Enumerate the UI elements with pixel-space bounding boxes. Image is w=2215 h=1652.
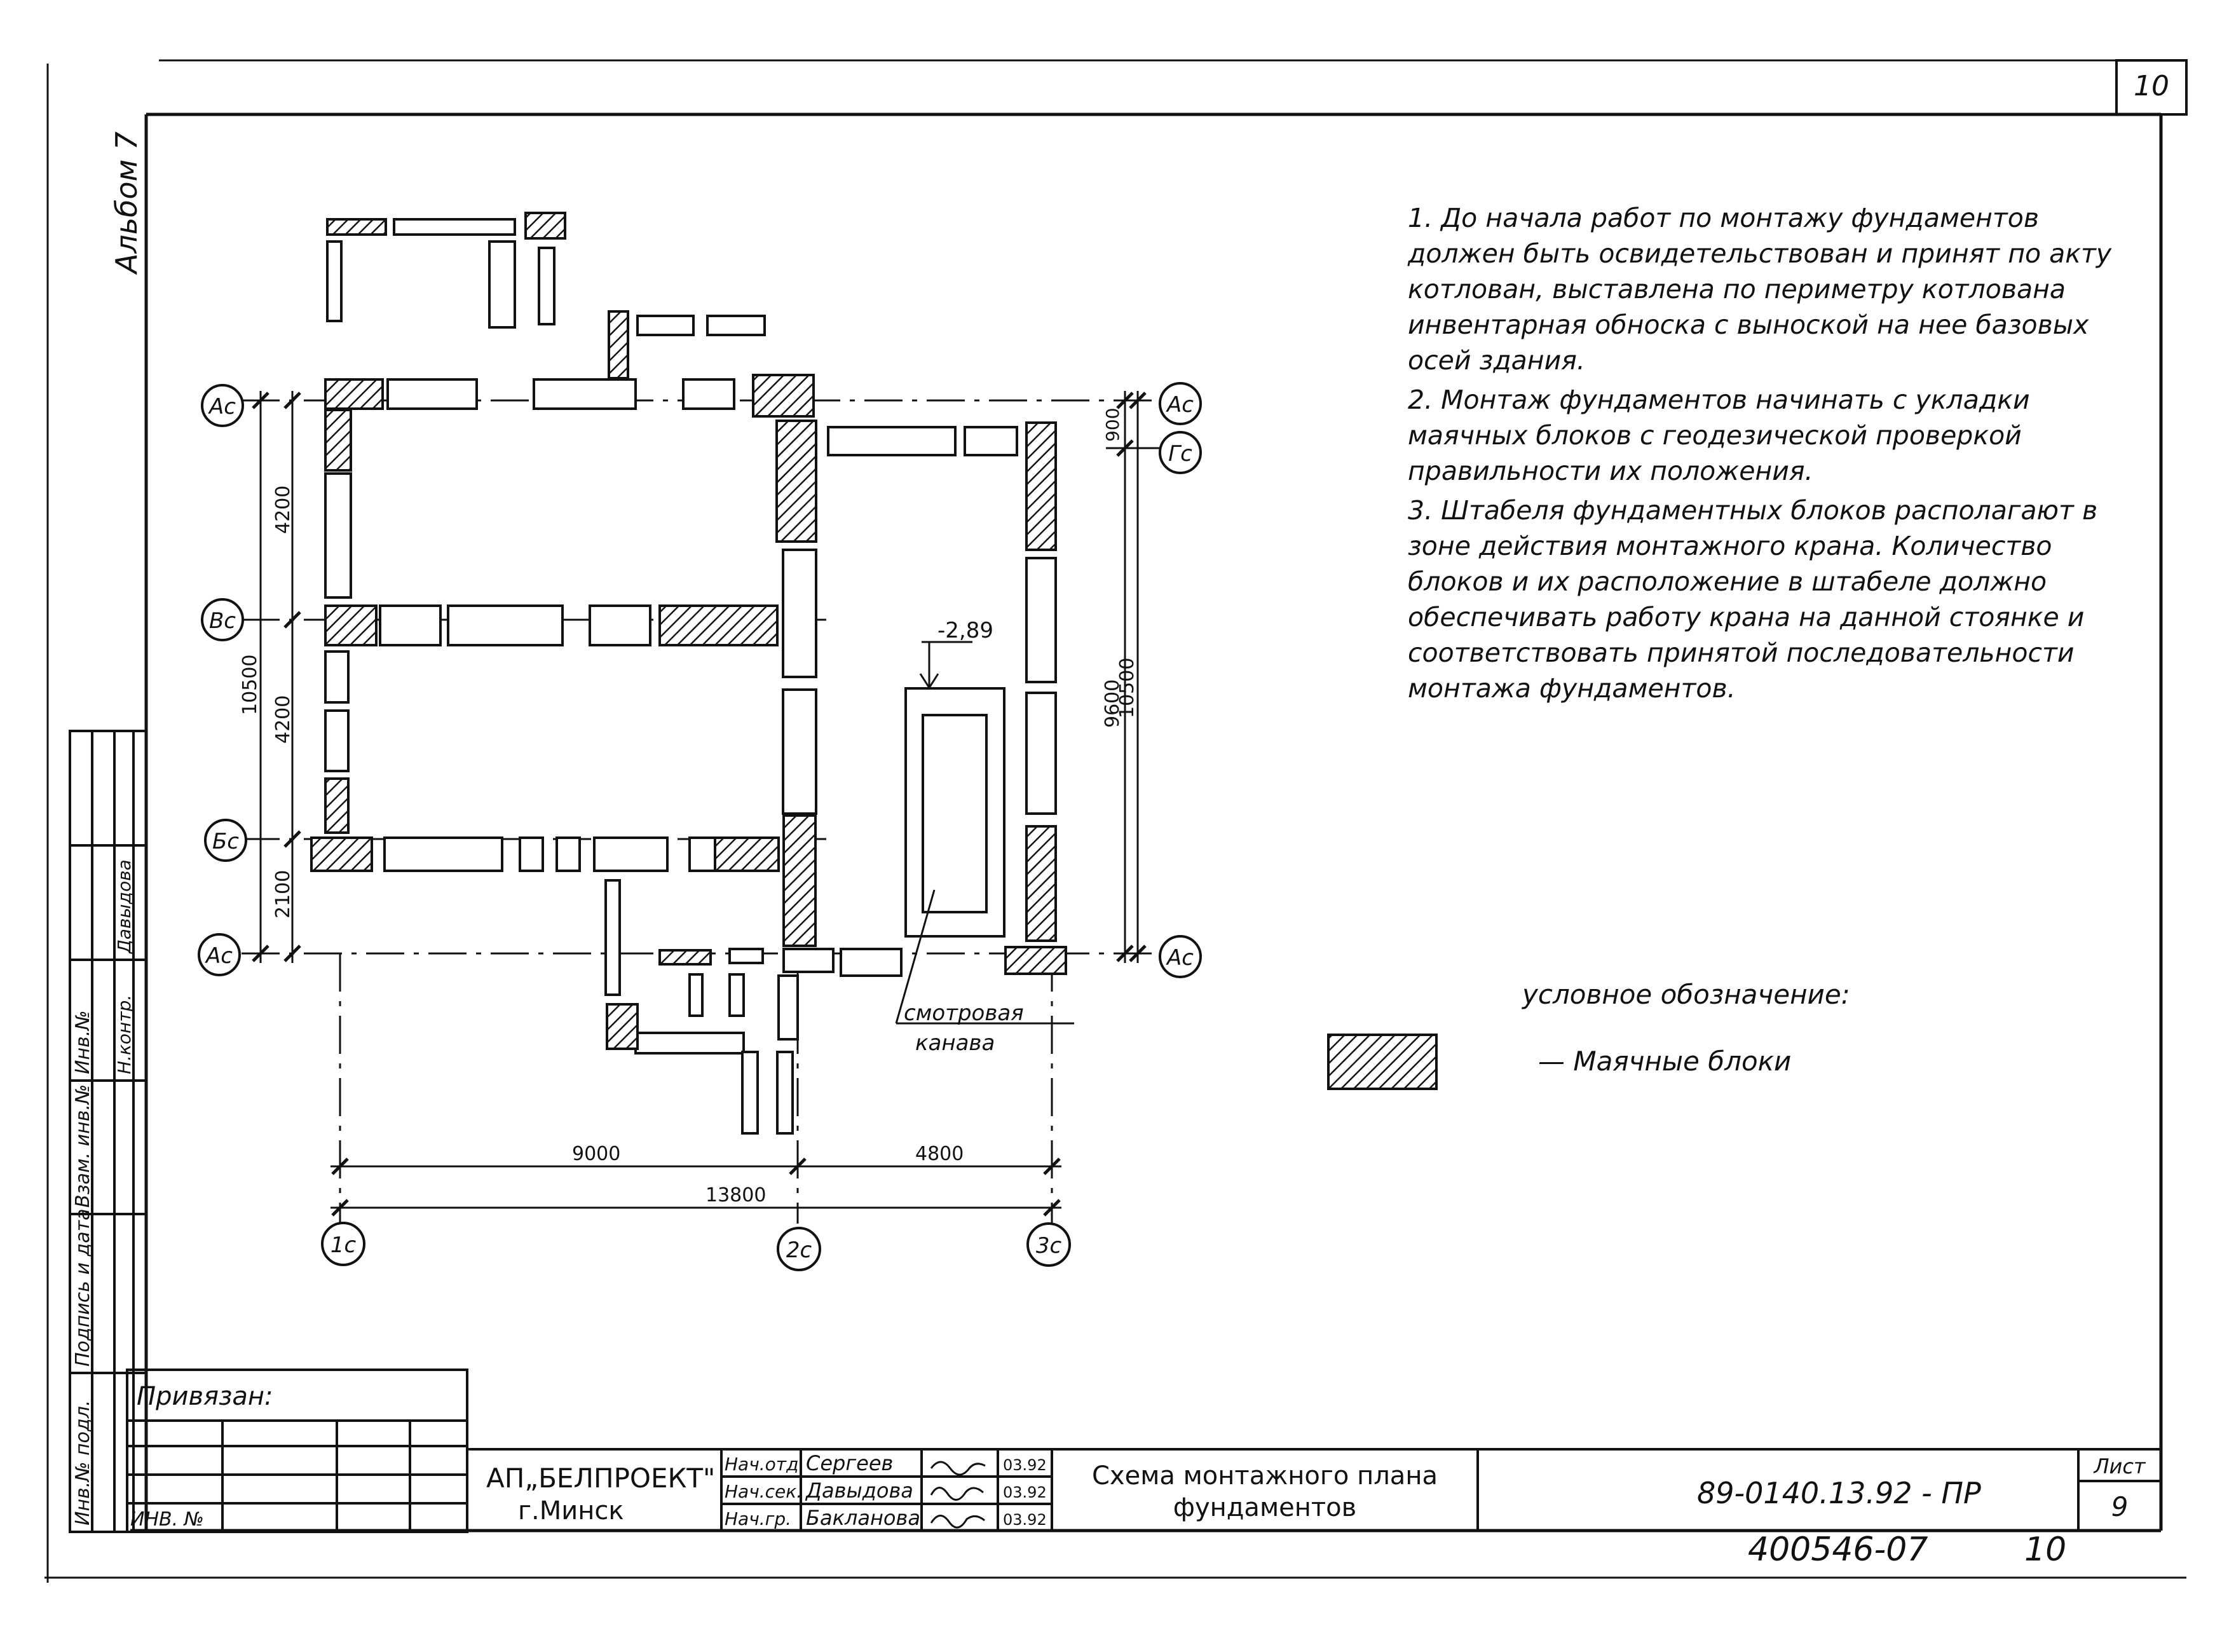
signature-2 [930, 1487, 984, 1501]
axis-bubbles: Ас Вс Бс Ас Ас Гс Ас 1с 2с 3с [198, 382, 1202, 1271]
drawing-code: 89-0140.13.92 - ПР [1697, 1476, 1981, 1510]
date-1: 03.92 [1003, 1456, 1047, 1474]
foundation-plan: Ас Вс Бс Ас Ас Гс Ас 1с 2с 3с 4200 42 [198, 212, 1202, 1271]
sheet-corner-number: 10 [2134, 70, 2169, 102]
left-strip-labels: Инв.№ подл. Подпись и дата Взам. инв.№ И… [72, 859, 135, 1526]
note-1: 1. До начала работ по монтажу фундаменто… [1408, 203, 2112, 376]
left-stamp-strip [69, 730, 147, 1533]
dim-bottom-13800: 13800 [705, 1184, 766, 1206]
legend-beacon-swatch [1327, 1034, 1438, 1090]
general-notes: 1. До начала работ по монтажу фундаменто… [1408, 200, 2139, 710]
title-block-texts: АП„БЕЛПРОЕКТ" г.Минск Нач.отд. Нач.сек. … [486, 1451, 2146, 1569]
axis-bubble-right-3: Ас [1159, 935, 1202, 978]
legend-title: условное обозначение: [1522, 979, 1850, 1010]
inspection-pit [895, 641, 1074, 1025]
title-block [466, 1448, 2161, 1532]
axis-bubble-bottom-2: 2с [777, 1227, 821, 1271]
sheet-frame [44, 59, 2188, 1583]
dim-bottom-9000: 9000 [572, 1143, 620, 1165]
org-city: г.Минск [518, 1496, 624, 1526]
dim-bottom-4800: 4800 [915, 1143, 964, 1165]
axis-bubble-left-1: Ас [201, 384, 244, 427]
privyazan-label: Привязан: [137, 1382, 273, 1411]
dim-right-9600: 9600 [1101, 679, 1124, 728]
axis-bubble-bottom-1: 1с [321, 1222, 365, 1266]
signature-1 [930, 1461, 986, 1476]
sheet-number: 9 [2111, 1491, 2129, 1522]
date-3: 03.92 [1003, 1511, 1047, 1529]
foundation-blocks [324, 218, 1057, 1135]
org-name: АП„БЕЛПРОЕКТ" [486, 1463, 715, 1494]
role-3: Нач.гр. [725, 1508, 791, 1529]
dim-left-2100: 2100 [272, 870, 294, 918]
beacon-blocks [310, 212, 1067, 1050]
svg-text:3с: 3с [1036, 1233, 1062, 1259]
svg-text:1с: 1с [331, 1232, 357, 1258]
dim-left-10500: 10500 [239, 655, 261, 715]
svg-text:Ас: Ас [1166, 392, 1194, 418]
date-2: 03.92 [1003, 1484, 1047, 1501]
album-label: Альбом 7 [109, 132, 144, 275]
note-2: 2. Монтаж фундаментов начинать с укладки… [1408, 385, 2030, 486]
svg-text:Бс: Бс [212, 829, 239, 854]
name-3: Бакланова [806, 1506, 920, 1530]
inv-podl-label: Инв.№ подл. [72, 1400, 94, 1526]
axis-bubble-left-3: Бс [204, 819, 247, 862]
signature-3 [930, 1515, 985, 1529]
svg-text:Ас: Ас [208, 394, 236, 420]
svg-text:Ас: Ас [205, 943, 233, 969]
sheet-label: Лист [2093, 1454, 2146, 1478]
inv-no-label: Инв.№ [72, 1011, 94, 1074]
svg-text:Ас: Ас [1166, 945, 1194, 971]
kontr-name-label: Давыдова [114, 859, 135, 955]
name-1: Сергеев [806, 1451, 893, 1475]
dim-right-10500: 10500 [1116, 658, 1138, 718]
axis-bubble-right-1: Ас [1159, 382, 1202, 425]
axis-bubble-right-2: Гс [1159, 431, 1202, 474]
axis-bubble-left-4: Ас [198, 933, 241, 976]
bottom-code: 400546-07 [1748, 1531, 1928, 1569]
svg-text:2с: 2с [786, 1238, 812, 1263]
name-2: Давыдова [805, 1478, 913, 1503]
inv-no-bottom: ИНВ. № [130, 1508, 204, 1531]
drawing-title-line-2: фундаментов [1173, 1493, 1356, 1522]
legend-item-label: — Маячные блоки [1538, 1046, 1792, 1077]
dimension-lines [252, 391, 1147, 1217]
axis-bubble-left-2: Вс [201, 598, 244, 641]
svg-text:Вс: Вс [209, 608, 236, 634]
note-3: 3. Штабеля фундаментных блоков располага… [1408, 495, 2098, 704]
pit-label-2: канава [915, 1030, 995, 1056]
signature-date-label: Подпись и дата [72, 1209, 94, 1367]
dimension-texts: 4200 4200 2100 10500 900 9600 10500 9000… [239, 408, 1138, 1206]
dim-left-4200-top: 4200 [272, 486, 294, 534]
vzam-inv-label: Взам. инв.№ [72, 1084, 94, 1208]
dim-right-900: 900 [1102, 408, 1123, 442]
pit-label-1: смотровая [904, 1000, 1024, 1026]
axis-bubble-bottom-3: 3с [1026, 1222, 1071, 1267]
role-2: Нач.сек. [725, 1481, 802, 1502]
level-mark: -2,89 [937, 618, 993, 643]
role-1: Нач.отд. [725, 1454, 804, 1475]
svg-text:Гс: Гс [1168, 441, 1192, 467]
bottom-number: 10 [2024, 1531, 2066, 1569]
n-kontr-label: Н.контр. [114, 995, 135, 1074]
drawing-title-line-1: Схема монтажного плана [1092, 1461, 1438, 1491]
dim-left-4200-mid: 4200 [272, 695, 294, 744]
